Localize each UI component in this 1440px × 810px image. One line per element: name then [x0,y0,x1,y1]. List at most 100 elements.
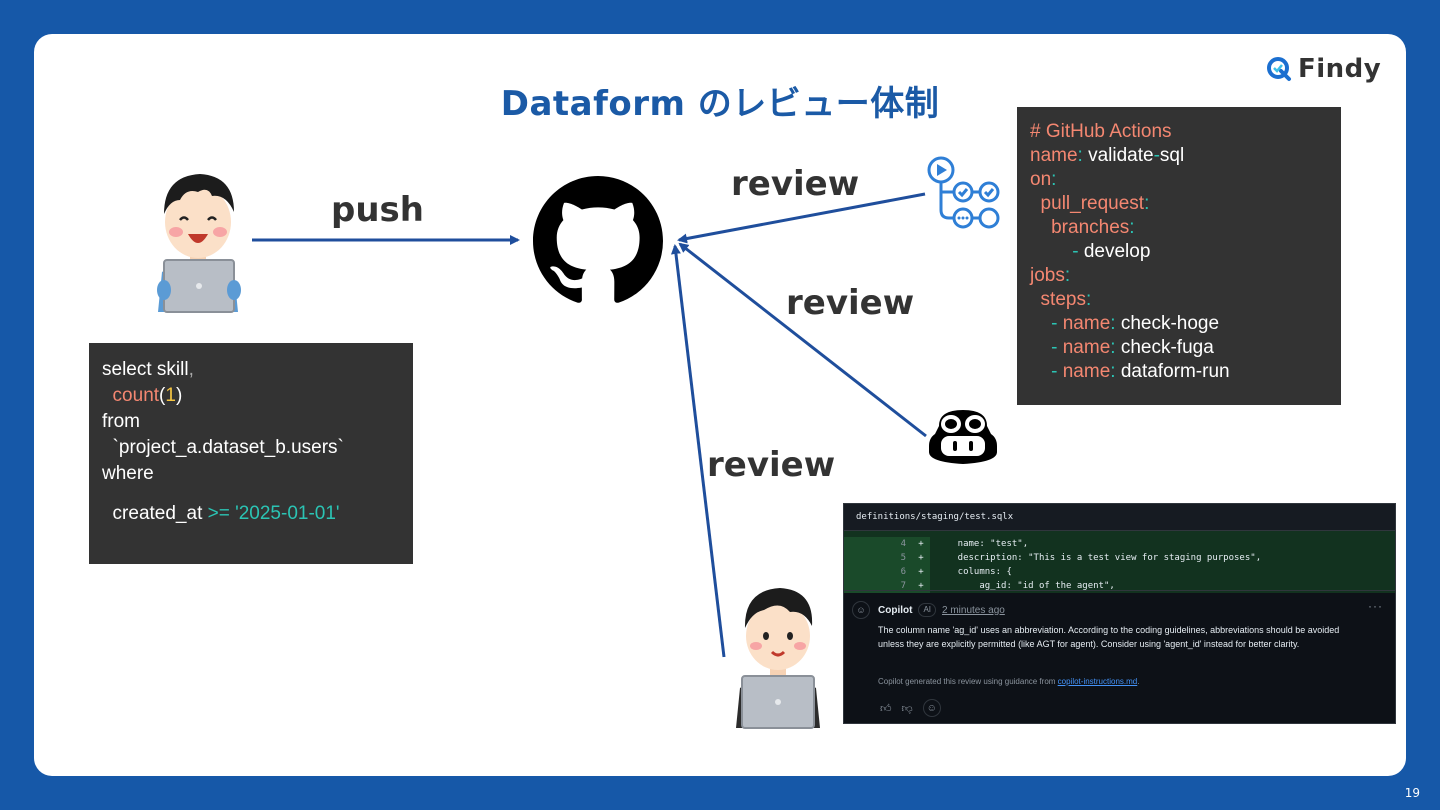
yaml-key: name [1062,337,1111,358]
sql-line: select skill, [102,357,400,383]
diff-code: name: "test", [936,539,1029,549]
note-text: Copilot generated this review using guid… [878,677,1058,686]
diff-line-number: 6 [844,565,912,579]
yaml-colon: : [1110,337,1116,358]
findy-logo: Findy [1266,54,1381,84]
actions-review-arrow [677,192,926,244]
yaml-colon: : [1051,169,1057,190]
actions-review-label: review [731,164,860,204]
copilot-avatar-icon[interactable]: ☺ [852,601,870,619]
diff-sign: + [912,537,930,551]
github-octocat-icon [533,176,663,303]
yaml-colon: : [1077,145,1083,166]
diff-line: 5+ description: "This is a test view for… [844,551,1395,565]
sql-token: ( [159,385,166,406]
yaml-value: validate [1082,145,1154,166]
sql-code-block: select skill, count(1) from `project_a.d… [89,343,413,564]
diff-code: description: "This is a test view for st… [936,553,1262,563]
copilot-review-arrow [678,242,927,438]
thumbs-down-icon[interactable]: 👎︎ [901,702,913,715]
push-label: push [331,190,424,230]
comment-author[interactable]: Copilot [878,604,913,616]
yaml-value: check-fuga [1115,337,1214,358]
yaml-key: pull_request [1030,193,1145,214]
yaml-line: - name: check-hoge [1030,312,1328,336]
yaml-value: sql [1159,145,1185,166]
human-review-label: review [707,445,836,485]
yaml-colon: : [1129,217,1135,238]
yaml-line: name: validate-sql [1030,144,1328,168]
sql-token: created_at [102,503,208,524]
yaml-key: name [1062,313,1111,334]
findy-logo-icon [1267,57,1291,81]
more-options-icon[interactable]: ··· [1368,599,1383,613]
copilot-review-label: review [786,283,915,323]
yaml-line: - name: check-fuga [1030,336,1328,360]
reaction-bar: 👍︎ 👎︎ ☺ [880,699,941,717]
copilot-review-comment-panel: definitions/staging/test.sqlx 4+ name: "… [843,503,1396,724]
comment-note: Copilot generated this review using guid… [878,677,1139,686]
diff-code: columns: { [936,567,1012,577]
review-comment: ☺ Copilot AI 2 minutes ago ··· The colum… [844,590,1395,723]
sql-line: count(1) [102,383,400,409]
comment-body: The column name 'ag_id' uses an abbrevia… [878,625,1340,649]
diff-code: ag_id: "id of the agent", [936,581,1115,591]
workflow-yaml-block: # GitHub Actions name: validate-sql on: … [1017,107,1341,405]
yaml-line: jobs: [1030,264,1328,288]
comment-header: ☺ Copilot AI 2 minutes ago [852,601,1005,619]
yaml-colon: : [1110,313,1116,334]
yaml-line: - name: dataform-run [1030,360,1328,384]
sql-operator: >= [207,503,230,524]
slide-title: Dataform のレビュー体制 [500,84,940,124]
diff-line: 7+ ag_id: "id of the agent", [844,579,1395,593]
yaml-dash: - [1153,145,1160,166]
reviewer-with-laptop-icon [736,588,820,729]
sql-line: from [102,411,140,432]
yaml-line: steps: [1030,288,1328,312]
yaml-value: develop [1083,241,1151,262]
diff-file-path[interactable]: definitions/staging/test.sqlx [844,504,1395,531]
yaml-dash: - [1030,361,1063,382]
page-number: 19 [1404,786,1420,800]
copilot-icon [929,410,997,464]
yaml-key: steps [1030,289,1086,310]
sql-function: count [102,385,160,406]
add-reaction-icon[interactable]: ☺ [922,699,941,717]
diff-line-number: 7 [844,579,912,593]
yaml-comment: # GitHub Actions [1030,121,1172,142]
sql-token: , [188,359,194,380]
yaml-value: check-hoge [1115,313,1220,334]
yaml-line: - develop [1030,240,1328,264]
human-review-arrow [670,244,726,658]
yaml-line: branches: [1030,216,1328,240]
developer-with-laptop-icon [157,174,241,313]
sql-string: '2025-01-01' [229,503,340,524]
instructions-link[interactable]: copilot-instructions.md [1057,677,1138,686]
yaml-key: on [1030,169,1052,190]
yaml-key: jobs [1030,265,1065,286]
yaml-colon: : [1110,361,1116,382]
diff-line-number: 5 [844,551,912,565]
diff-sign: + [912,551,930,565]
yaml-key: name [1030,145,1078,166]
yaml-line: pull_request: [1030,192,1328,216]
diff-sign: + [912,579,930,593]
yaml-dash: - [1030,337,1063,358]
sql-line: where [102,463,154,484]
yaml-dash: - [1030,241,1084,262]
logo-text: Findy [1298,54,1382,84]
ai-badge: AI [918,603,936,617]
sql-line: `project_a.dataset_b.users` [102,437,344,458]
yaml-line: on: [1030,168,1328,192]
sql-line: created_at >= '2025-01-01' [102,501,400,527]
sql-token: select skill [102,359,189,380]
thumbs-up-icon[interactable]: 👍︎ [880,702,892,715]
diff-line-number: 4 [844,537,912,551]
comment-timestamp[interactable]: 2 minutes ago [942,604,1005,616]
diff-sign: + [912,565,930,579]
note-end: . [1137,677,1140,686]
yaml-colon: : [1144,193,1150,214]
yaml-dash: - [1030,313,1063,334]
diff-line: 6+ columns: { [844,565,1395,579]
